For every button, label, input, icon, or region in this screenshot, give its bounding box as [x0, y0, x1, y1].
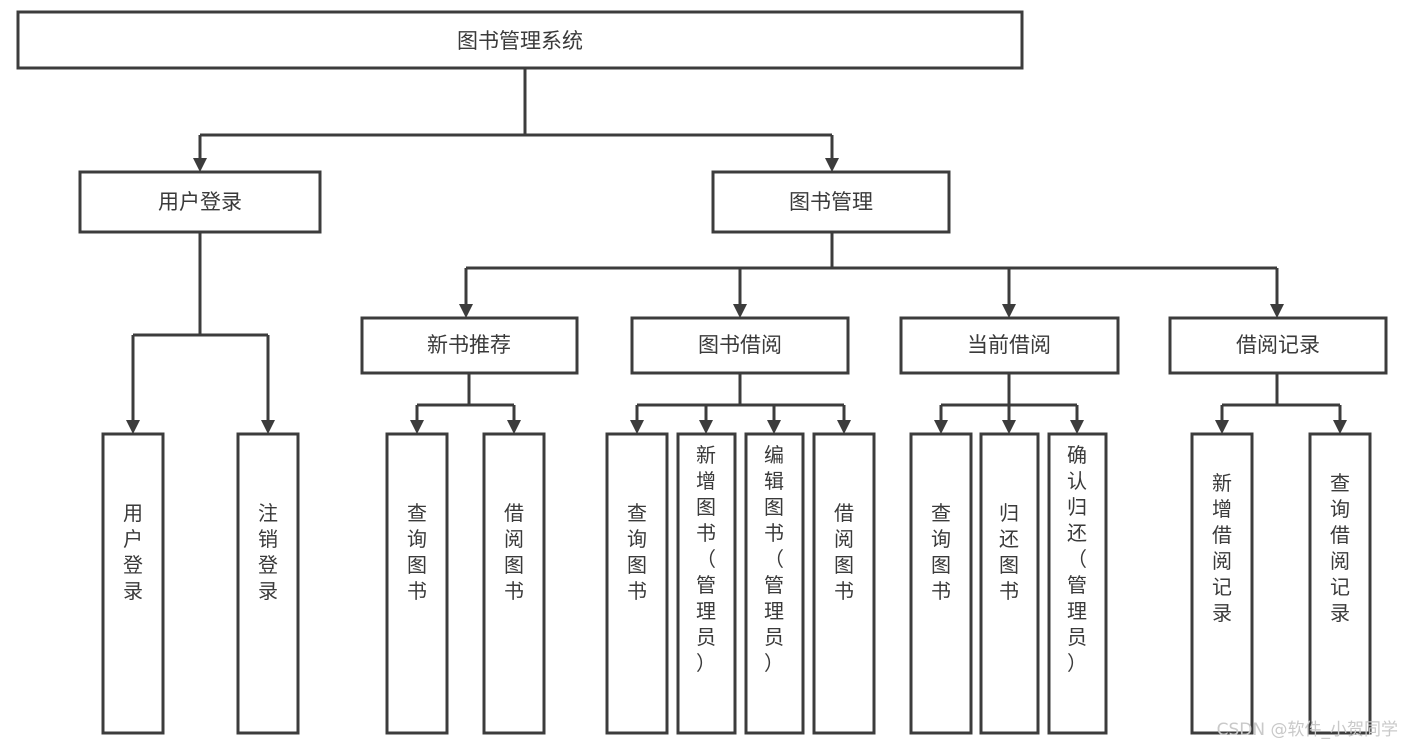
- leaf-query-book-1[interactable]: 查询图书: [385, 432, 449, 735]
- arrow-leaf-user-login: [126, 420, 140, 434]
- current-borrow-label: 当前借阅: [967, 333, 1051, 357]
- leaf-query-record-box[interactable]: [1308, 432, 1372, 735]
- node-book-management[interactable]: 图书管理: [711, 170, 951, 234]
- leaf-borrow-book-2-box[interactable]: [812, 432, 876, 735]
- arrow-leaf-user-logout: [261, 420, 275, 434]
- arrow-leaf-query-book-3: [934, 420, 948, 434]
- arrow-leaf-borrow-book-1: [507, 420, 521, 434]
- leaf-add-book[interactable]: 新增图书（管理员）: [676, 432, 737, 735]
- book-management-label: 图书管理: [789, 190, 873, 214]
- new-book-recommend-label: 新书推荐: [427, 333, 511, 357]
- leaf-query-record[interactable]: 查询借阅记录: [1308, 432, 1372, 735]
- leaf-user-logout[interactable]: 注销登录: [236, 432, 300, 735]
- leaf-return-book-label: 归还图书: [999, 501, 1019, 603]
- leaf-borrow-book-1[interactable]: 借阅图书: [482, 432, 546, 735]
- leaf-confirm-return[interactable]: 确认归还（管理员）: [1047, 432, 1108, 735]
- leaf-user-logout-label: 注销登录: [258, 501, 278, 603]
- leaf-borrow-book-1-label: 借阅图书: [504, 501, 524, 603]
- leaf-add-book-label: 新增图书（管理员）: [696, 443, 716, 675]
- leaf-add-book-box[interactable]: [676, 432, 737, 735]
- arrow-leaf-borrow-book-2: [837, 420, 851, 434]
- leaf-query-book-2-label: 查询图书: [627, 501, 647, 603]
- current-borrow-box[interactable]: [899, 316, 1120, 375]
- user-login-box[interactable]: [78, 170, 322, 234]
- arrow-leaf-add-book: [699, 420, 713, 434]
- node-book-borrow[interactable]: 图书借阅: [630, 316, 850, 375]
- arrow-new-book-recommend: [459, 304, 473, 318]
- leaf-confirm-return-box[interactable]: [1047, 432, 1108, 735]
- leaf-query-book-2[interactable]: 查询图书: [605, 432, 669, 735]
- leaf-user-logout-box[interactable]: [236, 432, 300, 735]
- watermark-text: CSDN @软件_小贺同学: [1217, 720, 1398, 740]
- arrow-leaf-confirm-return: [1070, 420, 1084, 434]
- arrow-current-borrow: [1002, 304, 1016, 318]
- leaf-query-book-2-box[interactable]: [605, 432, 669, 735]
- book-management-box[interactable]: [711, 170, 951, 234]
- edges-group: [126, 68, 1347, 434]
- leaf-edit-book-box[interactable]: [744, 432, 805, 735]
- leaf-borrow-book-2-label: 借阅图书: [834, 501, 854, 603]
- leaf-add-record-label: 新增借阅记录: [1212, 471, 1232, 625]
- leaf-user-login-box[interactable]: [101, 432, 165, 735]
- leaf-return-book[interactable]: 归还图书: [979, 432, 1040, 735]
- leaf-edit-book[interactable]: 编辑图书（管理员）: [744, 432, 805, 735]
- new-book-recommend-box[interactable]: [360, 316, 579, 375]
- node-borrow-record[interactable]: 借阅记录: [1168, 316, 1388, 375]
- arrow-leaf-query-book-2: [630, 420, 644, 434]
- node-new-book-recommend[interactable]: 新书推荐: [360, 316, 579, 375]
- arrow-leaf-edit-book: [767, 420, 781, 434]
- leaf-query-book-1-box[interactable]: [385, 432, 449, 735]
- leaf-user-login[interactable]: 用户登录: [101, 432, 165, 735]
- node-root[interactable]: 图书管理系统: [16, 10, 1024, 70]
- leaf-query-record-label: 查询借阅记录: [1330, 471, 1350, 625]
- arrow-borrow-record: [1270, 304, 1284, 318]
- arrow-leaf-query-record: [1333, 420, 1347, 434]
- node-current-borrow[interactable]: 当前借阅: [899, 316, 1120, 375]
- root-box[interactable]: [16, 10, 1024, 70]
- leaf-query-book-3[interactable]: 查询图书: [909, 432, 973, 735]
- arrow-book-management: [825, 158, 839, 172]
- leaf-user-login-label: 用户登录: [123, 501, 143, 603]
- leaf-edit-book-label: 编辑图书（管理员）: [764, 443, 784, 675]
- leaf-query-book-3-box[interactable]: [909, 432, 973, 735]
- root-label: 图书管理系统: [457, 29, 583, 53]
- borrow-record-label: 借阅记录: [1236, 333, 1320, 357]
- book-borrow-box[interactable]: [630, 316, 850, 375]
- leaf-confirm-return-label: 确认归还（管理员）: [1067, 443, 1087, 675]
- arrow-user-login: [193, 158, 207, 172]
- leaf-add-record-box[interactable]: [1190, 432, 1254, 735]
- leaf-add-record[interactable]: 新增借阅记录: [1190, 432, 1254, 735]
- arrow-leaf-add-record: [1215, 420, 1229, 434]
- arrow-leaf-query-book-1: [410, 420, 424, 434]
- leaf-query-book-1-label: 查询图书: [407, 501, 427, 603]
- arrow-leaf-return-book: [1002, 420, 1016, 434]
- leaf-query-book-3-label: 查询图书: [931, 501, 951, 603]
- leaf-borrow-book-1-box[interactable]: [482, 432, 546, 735]
- leaf-borrow-book-2[interactable]: 借阅图书: [812, 432, 876, 735]
- leaf-return-book-box[interactable]: [979, 432, 1040, 735]
- user-login-label: 用户登录: [158, 190, 242, 214]
- book-borrow-label: 图书借阅: [698, 333, 782, 357]
- borrow-record-box[interactable]: [1168, 316, 1388, 375]
- arrow-book-borrow: [733, 304, 747, 318]
- node-user-login[interactable]: 用户登录: [78, 170, 322, 234]
